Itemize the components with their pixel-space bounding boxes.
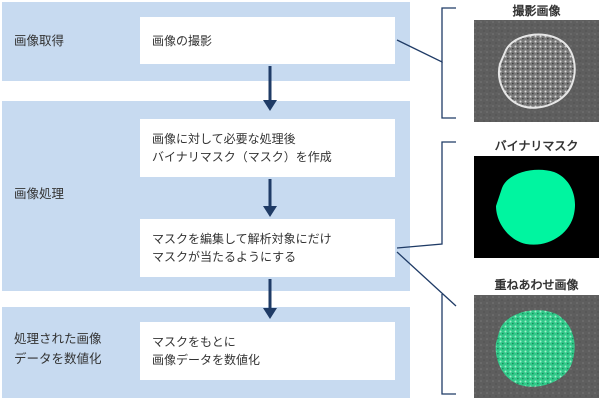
- thumb-title-mask: バイナリマスク: [494, 139, 579, 153]
- step-text-capture: 画像の撮影: [152, 33, 213, 48]
- connector-captured-lower: [441, 62, 456, 119]
- arrow-head-3: [263, 308, 277, 319]
- captured-image-thumbnail: [474, 20, 599, 122]
- arrow-head-2: [263, 206, 277, 217]
- step-capture-image: 画像の撮影: [140, 17, 395, 64]
- binary-mask-thumbnail: [474, 156, 599, 258]
- connector-captured: [396, 7, 456, 64]
- thumb-title-overlay: 重ねあわせ画像: [494, 278, 579, 292]
- connector-mask: [396, 141, 456, 249]
- step-quantify: マスクをもとに 画像データを数値化: [140, 322, 395, 380]
- step-text-create-mask: 画像に対して必要な処理後 バイナリマスク（マスク）を作成: [152, 132, 332, 164]
- thumb-title-captured: 撮影画像: [512, 4, 561, 18]
- connector-overlay: [396, 251, 457, 307]
- step-create-mask: 画像に対して必要な処理後 バイナリマスク（マスク）を作成: [140, 119, 395, 177]
- stage-label-processing: 画像処理: [14, 186, 65, 201]
- step-text-edit-mask: マスクを編集して解析対象にだけ マスクが当たるようにする: [152, 232, 332, 264]
- step-edit-mask: マスクを編集して解析対象にだけ マスクが当たるようにする: [140, 219, 395, 277]
- step-text-quantify: マスクをもとに 画像データを数値化: [152, 335, 261, 367]
- overlay-image-thumbnail: [474, 295, 599, 398]
- stage-label-quantification: 処理された画像 データを数値化: [14, 331, 102, 366]
- arrow-head-1: [263, 100, 277, 111]
- stage-label-acquisition: 画像取得: [14, 33, 65, 48]
- connector-overlay-lower: [441, 294, 456, 395]
